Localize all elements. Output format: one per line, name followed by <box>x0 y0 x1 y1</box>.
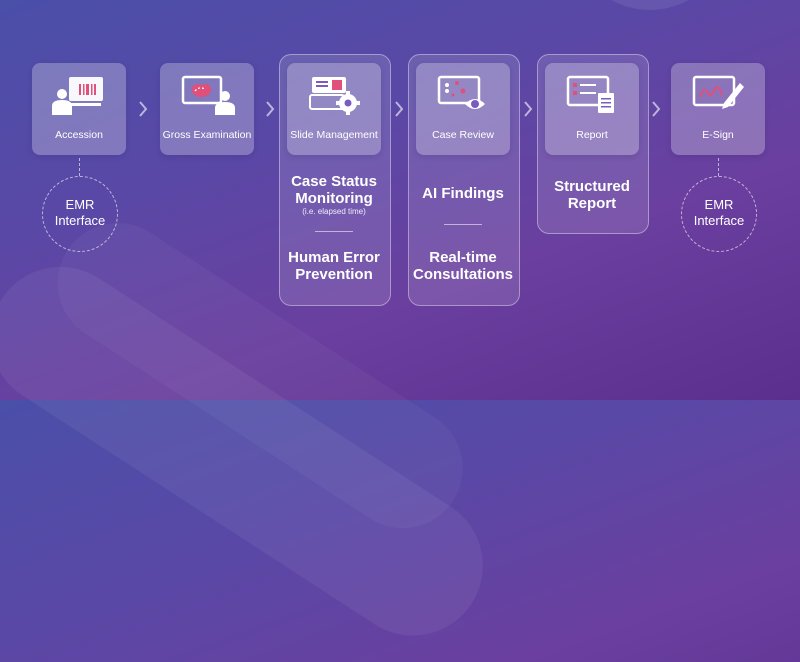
feature-structured-report: Structured Report <box>554 178 630 212</box>
report-documents-icon <box>566 75 614 113</box>
screen-eye-icon <box>437 75 485 109</box>
slides-gear-icon <box>309 77 360 115</box>
chevron-right-icon <box>266 101 275 117</box>
emr-interface-circle-right <box>681 176 757 252</box>
step-label: Report <box>576 129 608 141</box>
step-gross-examination[interactable]: Gross Examination <box>160 63 254 155</box>
person-at-computer-icon <box>52 77 103 115</box>
step-label: Accession <box>55 129 103 141</box>
case-review-column <box>408 54 520 306</box>
feature-real-time-consultations: Real-time Consultations <box>413 249 513 283</box>
divider <box>315 231 353 232</box>
step-label: Gross Examination <box>162 129 252 141</box>
emr-interface-circle-left <box>42 176 118 252</box>
emr-interface-label-right: EMR Interface <box>693 197 745 228</box>
step-label: Case Review <box>432 129 494 141</box>
chevron-right-icon <box>524 101 533 117</box>
signature-pen-icon <box>692 75 744 109</box>
step-label: Slide Management <box>290 129 378 141</box>
divider <box>444 224 482 225</box>
feature-ai-findings: AI Findings <box>422 185 504 202</box>
feature-human-error-prevention: Human Error Prevention <box>288 249 380 283</box>
step-label: E-Sign <box>702 129 734 141</box>
decorative-circle <box>570 0 730 10</box>
step-accession[interactable]: Accession <box>32 63 126 155</box>
emr-interface-label-left: EMR Interface <box>54 197 106 228</box>
step-case-review[interactable]: Case Review <box>416 63 510 155</box>
step-e-sign[interactable]: E-Sign <box>671 63 765 155</box>
chevron-right-icon <box>139 101 148 117</box>
feature-case-status-monitoring: Case Status Monitoring <box>291 173 377 207</box>
connector-line <box>718 158 719 176</box>
feature-note: (i.e. elapsed time) <box>302 207 366 216</box>
chevron-right-icon <box>652 101 661 117</box>
step-report[interactable]: Report <box>545 63 639 155</box>
chevron-right-icon <box>395 101 404 117</box>
connector-line <box>79 158 80 176</box>
person-at-monitor-icon <box>181 75 235 115</box>
step-slide-management[interactable]: Slide Management <box>287 63 381 155</box>
